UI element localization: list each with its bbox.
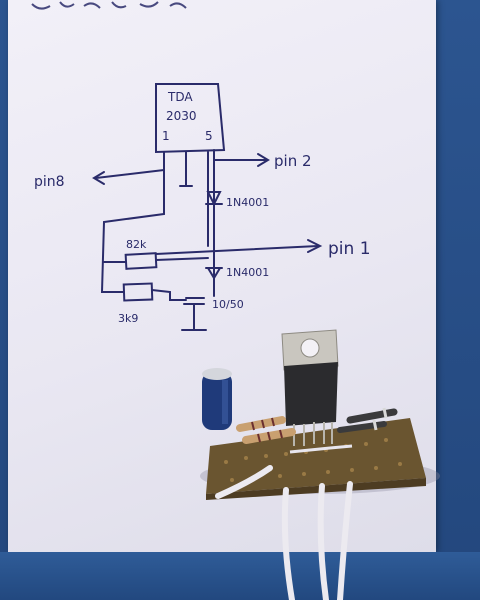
board-resistor-1-bands — [251, 417, 275, 431]
wire-3k9 — [151, 289, 187, 301]
pcb-edge — [206, 478, 426, 500]
chip-name-label: TDA — [167, 90, 193, 104]
lead-wire-middle — [317, 483, 329, 600]
pin8-label: pin8 — [34, 174, 65, 190]
capacitor-stripe — [222, 380, 228, 424]
chip-number-label: 2030 — [166, 109, 197, 123]
board-diode-2 — [337, 421, 387, 433]
board-jumper — [289, 444, 353, 454]
arrow-pin8 — [92, 171, 105, 185]
board-diode-1 — [346, 408, 398, 424]
resistor-82k-label: 82k — [126, 238, 147, 251]
arrow-pin2 — [257, 153, 270, 167]
wire-right-trunk — [207, 149, 215, 297]
resistor-82k — [124, 252, 158, 270]
board-diode-2-band — [372, 419, 378, 431]
resistor-3k9 — [122, 282, 154, 302]
capacitor-label: 10/50 — [212, 298, 244, 311]
lead-wire-right — [337, 481, 353, 600]
capacitor-10-50 — [181, 297, 207, 331]
circuit-board — [200, 329, 440, 500]
diode-bottom-label: 1N4001 — [226, 266, 269, 279]
wire-pin8 — [95, 169, 165, 179]
board-diode-1-band — [382, 407, 388, 419]
chip-pin-right-label: 5 — [205, 129, 213, 143]
wire-left-branch — [100, 187, 165, 293]
board-resistor-2-bands — [257, 429, 283, 443]
diode-top — [205, 191, 223, 207]
pin2-label: pin 2 — [274, 152, 312, 170]
diode-top-label: 1N4001 — [226, 196, 269, 209]
board-resistor-1 — [236, 416, 286, 432]
chip-pin-left-label: 1 — [162, 129, 170, 143]
resistor-3k9-label: 3k9 — [118, 312, 138, 325]
pin1-label: pin 1 — [328, 239, 371, 259]
diode-bottom — [205, 267, 223, 280]
arrow-pin1 — [307, 239, 323, 253]
cropped-handwriting — [31, 1, 187, 10]
wire-82k — [103, 257, 209, 263]
schematic — [92, 83, 323, 331]
wire-pin1 — [155, 245, 319, 255]
table-surface — [0, 552, 480, 600]
ic-body — [284, 362, 338, 426]
capacitor-top — [202, 368, 232, 380]
lead-wires — [215, 465, 353, 600]
ic-package — [155, 83, 226, 154]
heatsink-hole — [300, 338, 320, 358]
lead-wire-left — [215, 465, 295, 600]
